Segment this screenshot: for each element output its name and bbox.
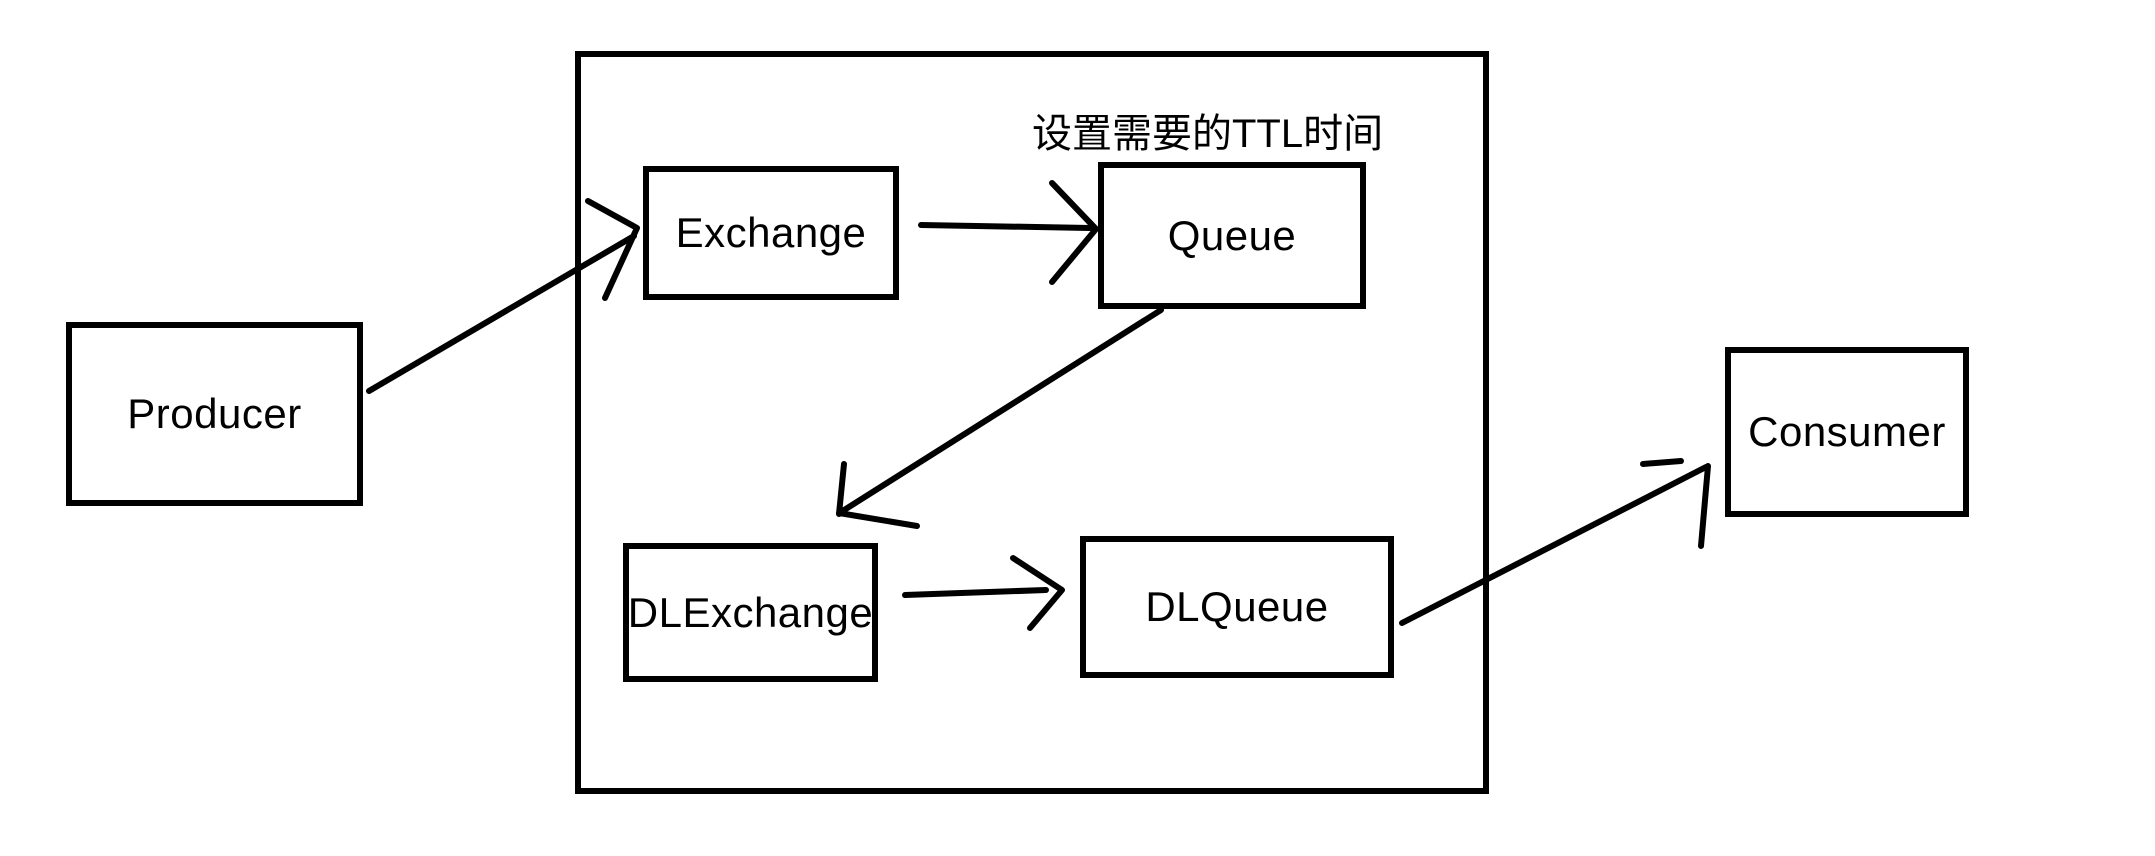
node-dlqueue-label: DLQueue bbox=[1145, 583, 1329, 630]
node-dlqueue: DLQueue bbox=[1080, 536, 1394, 678]
node-exchange: Exchange bbox=[643, 166, 899, 300]
node-producer: Producer bbox=[66, 322, 363, 506]
node-consumer-label: Consumer bbox=[1748, 408, 1946, 455]
ttl-annotation: 设置需要的TTL时间 bbox=[1032, 112, 1384, 156]
node-dlexchange: DLExchange bbox=[623, 543, 878, 682]
node-queue: Queue bbox=[1098, 162, 1366, 309]
broker-boundary-box bbox=[575, 51, 1489, 794]
arrowhead-icon bbox=[1698, 463, 1711, 549]
node-dlexchange-label: DLExchange bbox=[627, 588, 874, 636]
node-exchange-label: Exchange bbox=[675, 209, 867, 256]
arrowhead-icon bbox=[1640, 458, 1684, 467]
node-queue-label: Queue bbox=[1167, 211, 1297, 259]
node-consumer: Consumer bbox=[1725, 347, 1969, 517]
node-producer-label: Producer bbox=[127, 390, 302, 437]
